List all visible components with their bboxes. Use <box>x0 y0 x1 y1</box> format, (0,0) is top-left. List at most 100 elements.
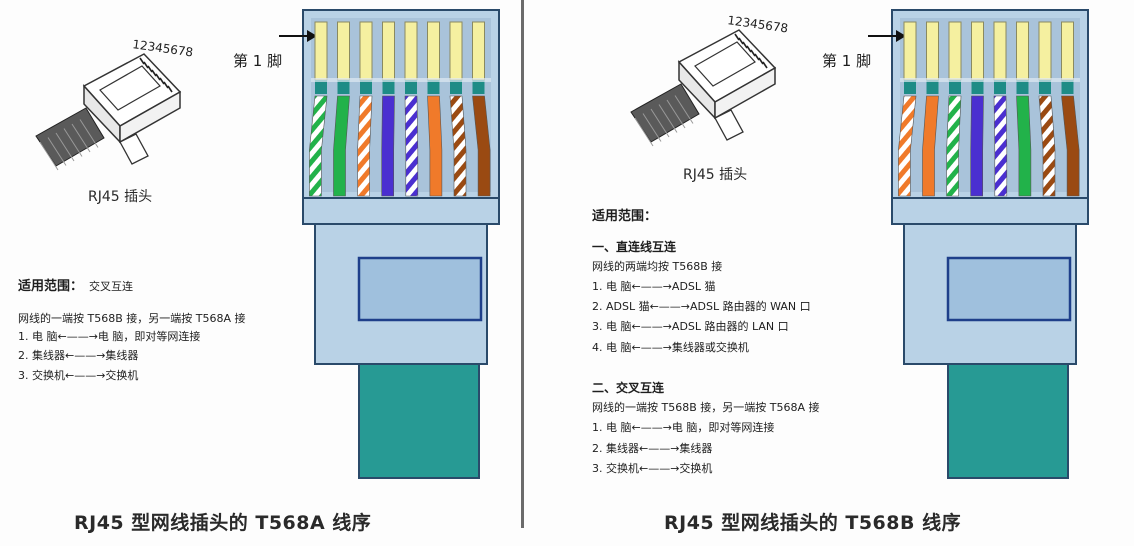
section-title: 一、直连线互连 <box>592 240 677 254</box>
pin1-arrow-head-icon <box>896 30 906 42</box>
rj45-plug-icon: 12345678 <box>35 37 194 171</box>
plug-label: RJ45 插头 <box>683 167 748 183</box>
wire-blue <box>381 95 395 197</box>
scope-line: 网线的一端按 T568B 接，另一端按 T568A 接 <box>18 312 246 325</box>
rj45-connector <box>868 9 1089 479</box>
connector-collar <box>891 197 1089 225</box>
pin-contact-8 <box>1061 21 1074 81</box>
plug-window-icon <box>99 65 161 111</box>
pin-contact-3 <box>948 21 962 81</box>
scope-subtitle: 交叉互连 <box>89 280 134 293</box>
plug-contact-icon <box>734 33 740 41</box>
plug-front-icon <box>119 90 181 144</box>
wire-orange <box>922 95 939 197</box>
section-line: 3. 电 脑←——→ADSL 路由器的 LAN 口 <box>592 320 789 333</box>
wire-brown-white <box>449 95 467 197</box>
plug-contact-icon <box>762 61 768 69</box>
section-line: 3. 交换机←——→交换机 <box>592 462 713 475</box>
pin-contact-4 <box>382 21 395 81</box>
cable-boot <box>947 363 1069 479</box>
pin-contact-5 <box>404 21 418 81</box>
scope-title: 适用范围： <box>592 209 658 224</box>
section-line: 网线的一端按 T568B 接，另一端按 T568A 接 <box>592 401 820 414</box>
pin1-label: 第 1 脚 <box>822 52 872 70</box>
cable-braid <box>71 123 91 153</box>
cable-braid <box>47 137 67 166</box>
pin-blade-8 <box>472 80 485 94</box>
wire-green <box>333 95 350 197</box>
pin-contact-3 <box>359 21 373 81</box>
pin-contact-4 <box>971 21 984 81</box>
wire-brown <box>472 95 491 197</box>
plug-contact-icon <box>139 57 145 65</box>
pin-contact-6 <box>1016 21 1029 81</box>
plug-window-icon <box>694 41 756 87</box>
figure-caption: RJ45 型网线插头的 T568B 线序 <box>664 512 962 534</box>
section-line: 1. 电 脑←——→电 脑，即对等网连接 <box>592 421 775 434</box>
plug-contact-icon <box>163 81 169 89</box>
pin-blade-1 <box>904 80 916 94</box>
plug-contact-icon <box>167 85 173 93</box>
pin-contact-7 <box>449 21 463 81</box>
cable-braid <box>63 128 83 157</box>
plug-label: RJ45 插头 <box>88 189 153 205</box>
pin-contact-1 <box>314 21 328 81</box>
cable-braid <box>79 119 99 148</box>
section-line: 网线的两端均按 T568B 接 <box>592 260 723 273</box>
wire-blue <box>970 95 984 197</box>
pin-blade-4 <box>382 80 395 94</box>
wire-brown-white <box>1038 95 1056 197</box>
pin-contact-2 <box>926 21 939 81</box>
section-title: 二、交叉互连 <box>592 381 665 395</box>
scope-line: 2. 集线器←——→集线器 <box>18 349 139 362</box>
pin-blade-3 <box>949 80 961 94</box>
plug-contact-icon <box>738 37 744 45</box>
pin-contact-8 <box>472 21 485 81</box>
wire-brown <box>1061 95 1080 197</box>
plug-latch-icon <box>714 109 744 141</box>
wire-green-white <box>309 95 328 197</box>
figure-caption: RJ45 型网线插头的 T568A 线序 <box>74 512 372 534</box>
plug-contact-icon <box>143 61 149 69</box>
pin-blade-1 <box>315 80 327 94</box>
pin-blade-7 <box>450 80 462 94</box>
pin-blade-2 <box>337 80 350 94</box>
plug-contact-icon <box>750 49 756 57</box>
pin-blade-6 <box>1016 80 1029 94</box>
section-line: 4. 电 脑←——→集线器或交换机 <box>592 341 749 354</box>
scope-line: 1. 电 脑←——→电 脑，即对等网连接 <box>18 330 201 343</box>
plug-contact-icon <box>151 69 157 77</box>
wire-orange-white <box>357 95 373 197</box>
wire-green-white <box>946 95 962 197</box>
cable-braid <box>674 95 694 124</box>
section-line: 2. ADSL 猫←——→ADSL 路由器的 WAN 口 <box>592 300 811 313</box>
cable-braid <box>634 117 654 147</box>
pin1-label: 第 1 脚 <box>233 52 283 70</box>
rj45-connector <box>279 9 500 479</box>
wire-orange <box>427 95 443 197</box>
scope-line: 3. 交换机←——→交换机 <box>18 369 139 382</box>
plug-contact-icon <box>155 73 161 81</box>
cable-braid <box>658 104 678 133</box>
pin-blade-8 <box>1061 80 1074 94</box>
wire-blue-white <box>404 95 419 197</box>
pin1-arrow-head-icon <box>307 30 317 42</box>
pin-blade-4 <box>971 80 984 94</box>
contact-bar <box>900 78 1080 82</box>
section-line: 2. 集线器←——→集线器 <box>592 442 713 455</box>
pin-contact-1 <box>903 21 917 81</box>
pin-blade-6 <box>427 80 440 94</box>
rj45-plug-icon: 12345678 <box>630 13 789 147</box>
plug-front-icon <box>714 66 776 120</box>
panel-divider <box>521 0 524 528</box>
plug-latch-icon <box>119 133 149 165</box>
cable-braid <box>642 113 662 142</box>
section-line: 1. 电 脑←——→ADSL 猫 <box>592 280 716 293</box>
cable-braid <box>650 108 670 138</box>
pin-blade-5 <box>994 80 1006 94</box>
plug-contact-icon <box>147 65 153 73</box>
wire-blue-white <box>993 95 1008 197</box>
cable-braid <box>55 132 75 162</box>
